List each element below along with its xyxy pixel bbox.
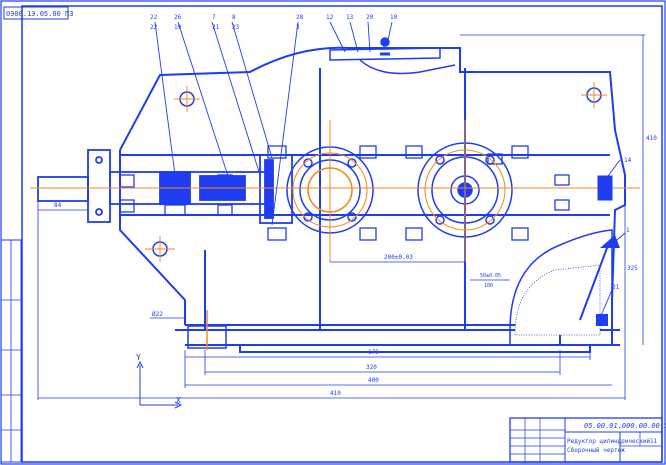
callout-label: 10 — [390, 14, 398, 21]
title-block-title-line2: Сборочный чертеж — [567, 447, 625, 454]
dim-center-distance: 200±0.03 — [384, 254, 413, 261]
title-block — [509, 417, 663, 463]
dim-depth-right: 325 — [627, 265, 638, 272]
foot-bolt-left — [187, 310, 227, 350]
dim-left-foot: Ø22 — [152, 311, 163, 318]
dimension-lines — [37, 34, 645, 400]
callouts: 22 26 19 22 7 8 28 12 13 20 10 3 14 21 2… — [150, 14, 632, 291]
callout-label: 1 — [626, 227, 630, 234]
callout-label: 13 — [346, 14, 354, 21]
left-margin-strip — [0, 239, 22, 463]
corner-stamp-box — [3, 6, 69, 20]
dim-base-h1: 175 — [368, 349, 379, 356]
oil-sump-section — [509, 229, 620, 346]
dim-shaft-end: 84 — [54, 202, 62, 209]
title-block-sheet: 11 — [650, 438, 658, 445]
title-block-title-line1: Редуктор цилиндрический — [567, 438, 650, 445]
callout-label: 22 — [150, 14, 158, 21]
coordinate-axes — [136, 360, 183, 409]
dimension-labels: 84 200±0.03 175 320 400 410 410 325 Ø22 … — [54, 135, 657, 397]
dim-base-h4: 410 — [330, 390, 341, 397]
callout-label: 22 — [150, 24, 158, 31]
callout-label: 3 — [296, 24, 300, 31]
callout-label: 19 — [174, 24, 182, 31]
callout-label: 28 — [296, 14, 304, 21]
end-cap-right — [597, 175, 613, 201]
callout-label: 21 — [212, 24, 220, 31]
dim-base-h2: 320 — [366, 364, 377, 371]
axis-x-label: X — [176, 396, 181, 405]
dim-height-right: 410 — [646, 135, 657, 142]
callout-label: 12 — [326, 14, 334, 21]
dim-right-note-2: 100 — [484, 283, 493, 289]
title-block-code: 05.00.01.000.00.00 СБ — [584, 422, 666, 430]
dim-right-note: 50±0.05 — [480, 273, 501, 279]
dim-base-h3: 400 — [368, 377, 379, 384]
bearing-bolts — [119, 145, 570, 241]
callout-label: 23 — [232, 24, 240, 31]
callout-label: 8 — [232, 14, 236, 21]
axis-y-label: Y — [136, 353, 141, 362]
callout-label: 20 — [366, 14, 374, 21]
callout-label: 21 — [612, 284, 620, 291]
center-lines — [30, 82, 640, 262]
callout-label: 26 — [174, 14, 182, 21]
callout-label: 14 — [624, 157, 632, 164]
corner-stamp: 0Э00.1Э.05.00 ПЗ — [6, 10, 73, 18]
sheet-inner-frame — [21, 5, 663, 463]
inspection-cover — [329, 37, 456, 75]
callout-leaders — [154, 21, 626, 319]
callout-label: 7 — [212, 14, 216, 21]
